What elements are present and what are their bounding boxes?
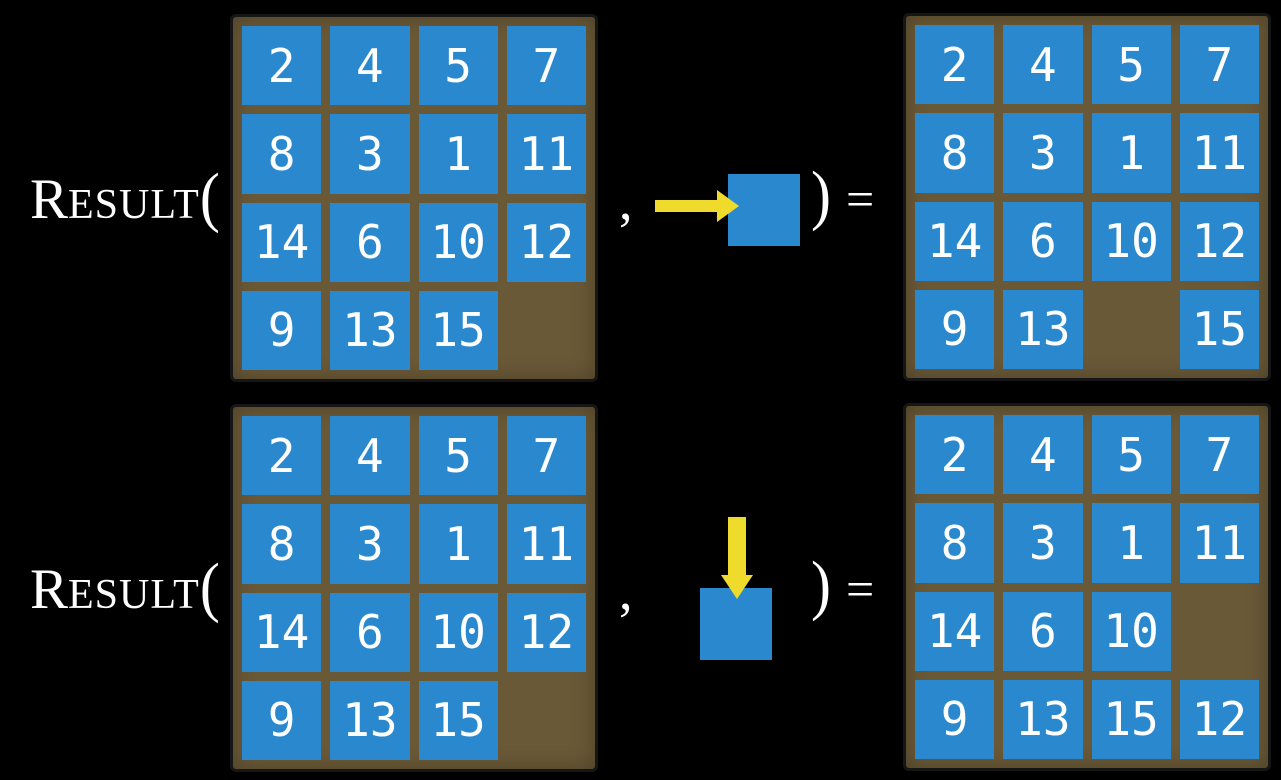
- tile-4: 4: [1003, 415, 1083, 495]
- tile-11: 11: [506, 504, 586, 584]
- tile-1: 1: [1091, 503, 1171, 583]
- close-paren: ): [811, 547, 831, 622]
- tile-14: 14: [242, 202, 322, 282]
- tile-5: 5: [418, 416, 498, 496]
- tile-9: 9: [242, 680, 322, 760]
- arrow-right-icon: [655, 190, 739, 222]
- tile-15: 15: [1091, 679, 1171, 759]
- tile-4: 4: [330, 416, 410, 496]
- tile-5: 5: [418, 26, 498, 106]
- tile-15: 15: [418, 290, 498, 370]
- equals-sign: =: [845, 171, 875, 227]
- tile-2: 2: [242, 26, 322, 106]
- equals-sign: =: [845, 561, 875, 617]
- function-rest: ESULT: [68, 572, 200, 618]
- tile-7: 7: [1179, 415, 1259, 495]
- blank-cell: [507, 681, 586, 760]
- tile-8: 8: [242, 504, 322, 584]
- function-initial: R: [30, 558, 69, 621]
- tile-1: 1: [418, 114, 498, 194]
- tile-12: 12: [1179, 201, 1259, 281]
- close-paren: ): [811, 157, 831, 232]
- tile-9: 9: [242, 290, 322, 370]
- tile-7: 7: [506, 416, 586, 496]
- tile-8: 8: [242, 114, 322, 194]
- tile-1: 1: [1091, 113, 1171, 193]
- tile-6: 6: [330, 592, 410, 672]
- tile-2: 2: [915, 25, 995, 105]
- tile-13: 13: [330, 680, 410, 760]
- tile-10: 10: [418, 202, 498, 282]
- tile-7: 7: [1179, 25, 1259, 105]
- tile-6: 6: [1003, 591, 1083, 671]
- blank-cell: [1092, 290, 1171, 369]
- tile-11: 11: [1179, 113, 1259, 193]
- tile-10: 10: [1091, 591, 1171, 671]
- tile-6: 6: [330, 202, 410, 282]
- close-equals: )=: [811, 161, 875, 228]
- tile-5: 5: [1091, 415, 1171, 495]
- tile-13: 13: [1003, 289, 1083, 369]
- tile-1: 1: [418, 504, 498, 584]
- function-rest: ESULT: [68, 182, 200, 228]
- action-tile: [700, 588, 772, 660]
- tile-3: 3: [1003, 503, 1083, 583]
- tile-3: 3: [1003, 113, 1083, 193]
- function-initial: R: [30, 168, 69, 231]
- tile-6: 6: [1003, 201, 1083, 281]
- open-paren: (: [199, 549, 220, 624]
- tile-12: 12: [506, 592, 586, 672]
- action-tile: [728, 174, 800, 246]
- tile-11: 11: [1179, 503, 1259, 583]
- comma: ,: [619, 171, 633, 231]
- tile-9: 9: [915, 679, 995, 759]
- tile-9: 9: [915, 289, 995, 369]
- tile-13: 13: [330, 290, 410, 370]
- blank-cell: [1180, 592, 1259, 671]
- tile-15: 15: [1179, 289, 1259, 369]
- comma: ,: [619, 561, 633, 621]
- tile-3: 3: [330, 114, 410, 194]
- tile-12: 12: [506, 202, 586, 282]
- arrow-down-icon: [721, 517, 753, 599]
- tile-11: 11: [506, 114, 586, 194]
- tile-2: 2: [915, 415, 995, 495]
- tile-14: 14: [242, 592, 322, 672]
- tile-12: 12: [1179, 679, 1259, 759]
- tile-14: 14: [915, 591, 995, 671]
- blank-cell: [507, 291, 586, 370]
- tile-10: 10: [418, 592, 498, 672]
- tile-2: 2: [242, 416, 322, 496]
- tile-4: 4: [330, 26, 410, 106]
- open-paren: (: [199, 159, 220, 234]
- tile-3: 3: [330, 504, 410, 584]
- tile-8: 8: [915, 113, 995, 193]
- tile-13: 13: [1003, 679, 1083, 759]
- result-function-label: RESULT(: [30, 163, 220, 231]
- tile-14: 14: [915, 201, 995, 281]
- tile-5: 5: [1091, 25, 1171, 105]
- tile-8: 8: [915, 503, 995, 583]
- tile-15: 15: [418, 680, 498, 760]
- tile-4: 4: [1003, 25, 1083, 105]
- tile-7: 7: [506, 26, 586, 106]
- close-equals: )=: [811, 551, 875, 618]
- result-function-label: RESULT(: [30, 553, 220, 621]
- tile-10: 10: [1091, 201, 1171, 281]
